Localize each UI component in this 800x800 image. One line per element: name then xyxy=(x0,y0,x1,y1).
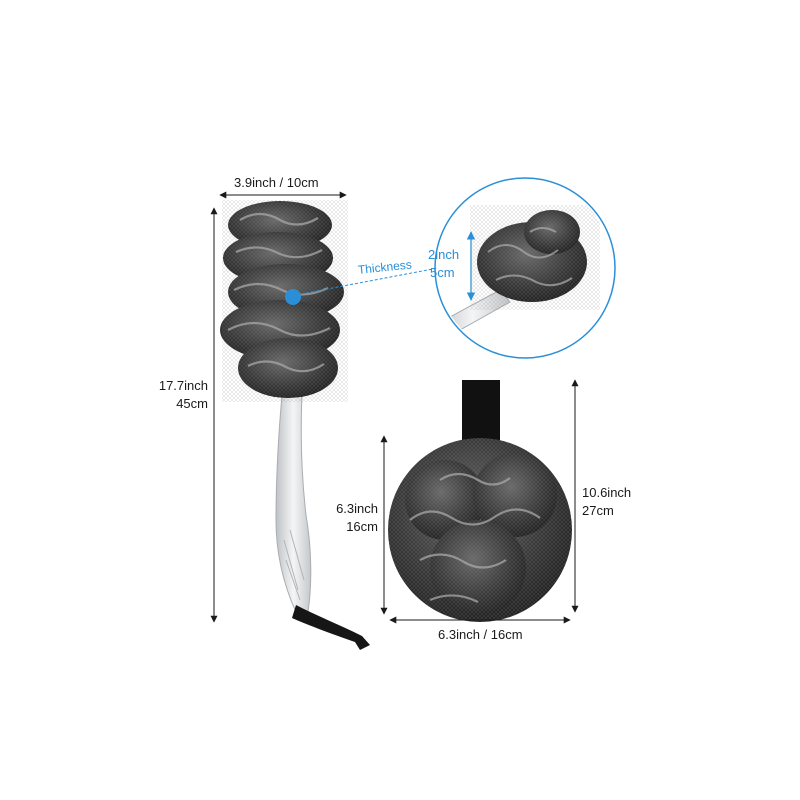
long-sponge-height-label-inch: 17.7inch xyxy=(158,378,208,393)
long-sponge-width-label: 3.9inch / 10cm xyxy=(234,175,319,190)
mesh-sponge-head xyxy=(220,200,348,402)
ball-height-label-cm: 16cm xyxy=(346,519,378,534)
thickness-callout-line xyxy=(300,267,439,295)
thickness-detail-zoom xyxy=(434,177,616,359)
long-sponge-height-label-cm: 45cm xyxy=(176,396,208,411)
thickness-height-label-inch: 2inch xyxy=(428,247,460,262)
ball-width-label: 6.3inch / 16cm xyxy=(438,627,523,642)
long-handle-sponge xyxy=(210,191,439,650)
loofah-ball xyxy=(380,379,579,624)
ball-height-label-inch: 6.3inch xyxy=(336,501,378,516)
thickness-height-label-cm: 5cm xyxy=(430,265,455,280)
hanging-strap xyxy=(292,605,370,650)
clear-handle xyxy=(275,394,370,650)
total-height-label-inch: 10.6inch xyxy=(582,485,632,500)
thickness-marker-dot xyxy=(285,289,301,305)
total-height-label-cm: 27cm xyxy=(582,503,614,518)
